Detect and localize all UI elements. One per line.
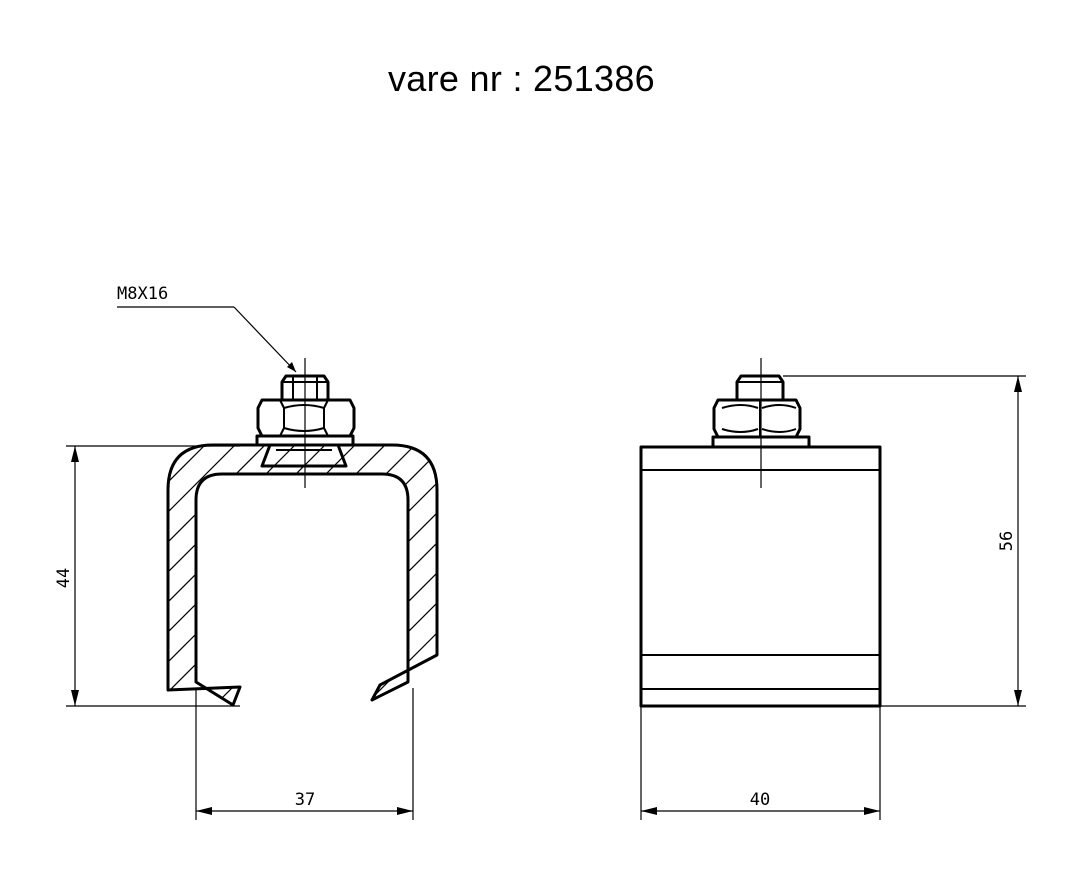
svg-text:37: 37 xyxy=(295,790,315,810)
side-bolt-head xyxy=(735,374,785,400)
section-hatching xyxy=(168,445,437,705)
svg-text:44: 44 xyxy=(54,568,74,588)
dimension-56: 56 xyxy=(783,375,1026,707)
dimension-37: 37 xyxy=(195,688,414,820)
hex-nut xyxy=(256,398,356,438)
bolt-spec-label: M8X16 xyxy=(117,284,168,304)
part-number-title: vare nr : 251386 xyxy=(388,58,655,99)
dimension-40: 40 xyxy=(640,706,881,820)
dimension-44: 44 xyxy=(54,445,240,707)
c-profile-outline xyxy=(166,443,439,707)
svg-text:40: 40 xyxy=(750,790,770,810)
side-hex-nut xyxy=(712,398,802,439)
svg-text:56: 56 xyxy=(997,531,1017,551)
slide-block xyxy=(260,444,348,468)
front-section-view: M8X16 44 37 xyxy=(54,284,439,820)
side-view: 56 40 xyxy=(639,358,1026,820)
